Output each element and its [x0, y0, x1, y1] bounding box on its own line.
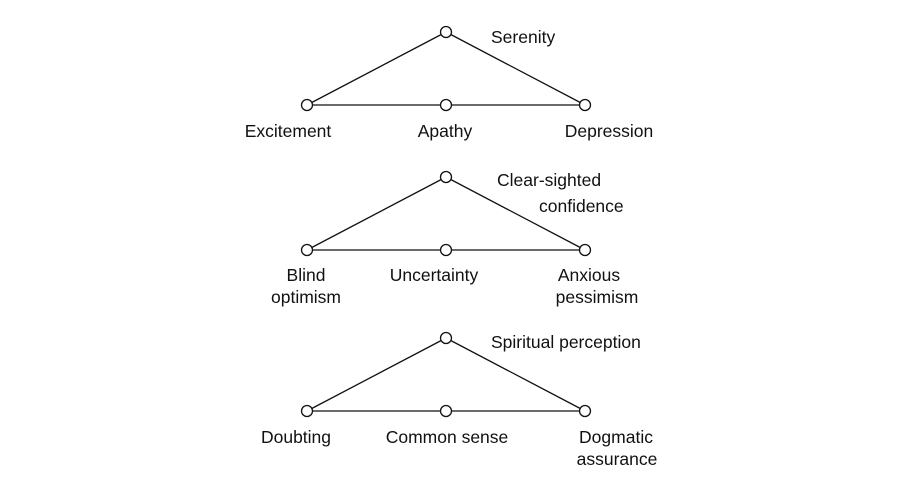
node-right: [578, 404, 592, 418]
edge-apex-left: [306, 176, 447, 251]
edge-apex-left: [306, 31, 447, 106]
node-left: [300, 404, 314, 418]
label-dogmatic: Dogmatic: [579, 427, 653, 447]
label-spiritual-perception: Spiritual perception: [491, 332, 641, 352]
node-middle: [439, 243, 453, 257]
label-common-sense: Common sense: [385, 427, 509, 447]
node-middle: [439, 98, 453, 112]
node-right: [578, 243, 592, 257]
label-uncertainty: Uncertainty: [389, 265, 479, 285]
node-middle: [439, 404, 453, 418]
node-left: [300, 98, 314, 112]
label-optimism: optimism: [270, 287, 342, 307]
label-serenity: Serenity: [491, 27, 556, 47]
edge-apex-right: [445, 176, 586, 251]
edge-apex-right: [445, 337, 586, 412]
node-apex: [439, 331, 453, 345]
node-right: [578, 98, 592, 112]
label-apathy: Apathy: [417, 121, 473, 141]
triangle-2: [300, 170, 592, 257]
label-confidence: confidence: [539, 196, 624, 216]
label-assurance: assurance: [576, 449, 658, 469]
node-apex: [439, 170, 453, 184]
edge-apex-right: [445, 31, 586, 106]
label-excitement: Excitement: [244, 121, 332, 141]
node-left: [300, 243, 314, 257]
label-blind: Blind: [286, 265, 326, 285]
label-depression: Depression: [564, 121, 654, 141]
label-anxious: Anxious: [557, 265, 621, 285]
triangle-3: [300, 331, 592, 418]
edge-apex-left: [306, 337, 447, 412]
label-clear-sighted: Clear-sighted: [497, 170, 602, 190]
node-apex: [439, 25, 453, 39]
label-doubting: Doubting: [260, 427, 332, 447]
label-pessimism: pessimism: [555, 287, 639, 307]
triangle-1: [300, 25, 592, 112]
